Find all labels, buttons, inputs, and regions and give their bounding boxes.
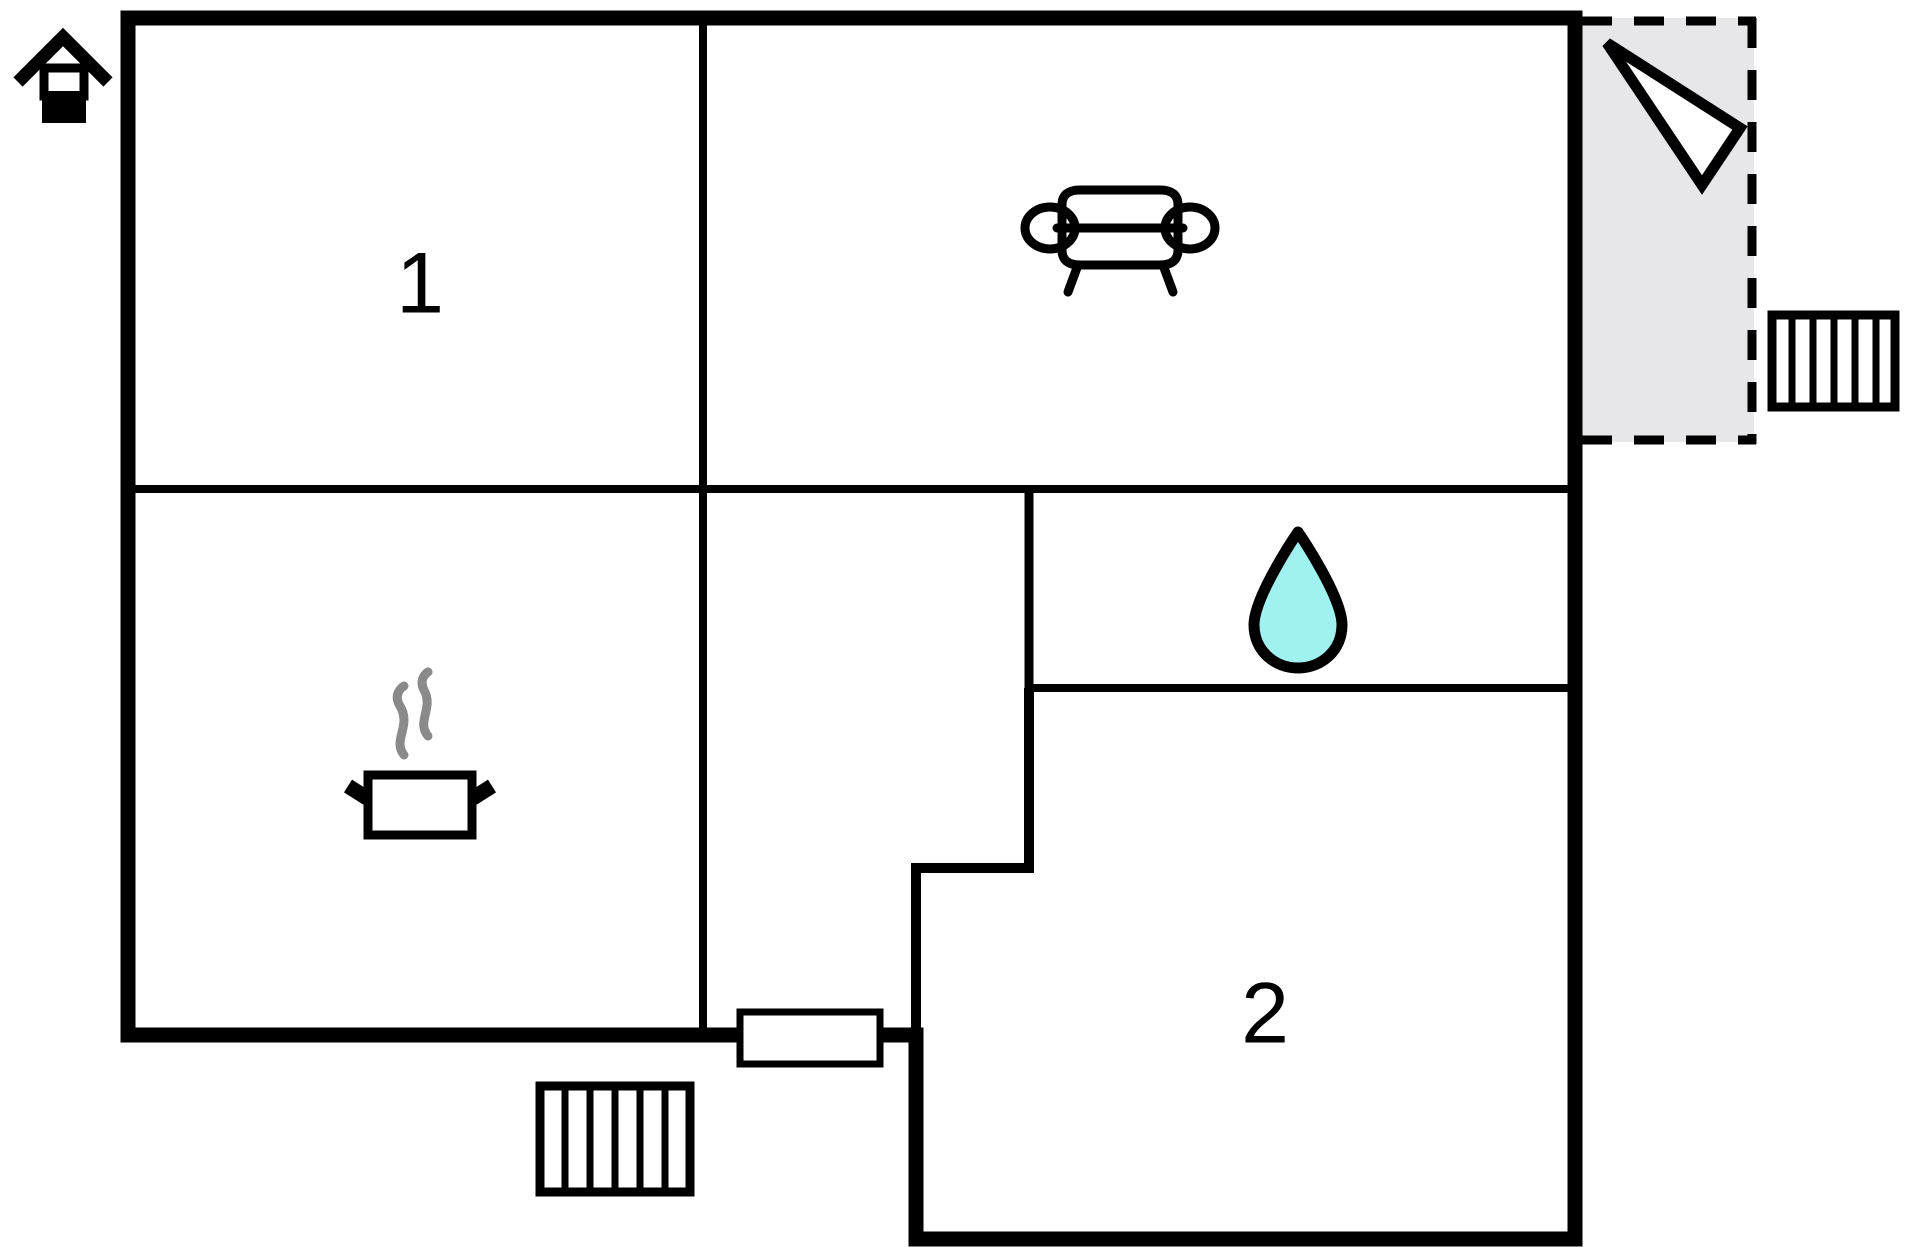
direction-arrow-icon bbox=[1602, 38, 1748, 195]
sofa-leg-right bbox=[1158, 260, 1178, 297]
sofa-leg-left bbox=[1063, 260, 1083, 297]
room-label-2: 2 bbox=[1241, 966, 1289, 1062]
house-door-shape bbox=[42, 91, 86, 123]
water-drop-shape bbox=[1248, 526, 1348, 674]
wall-room2-stepped bbox=[911, 688, 1034, 1035]
direction-arrow-shape bbox=[1602, 38, 1748, 195]
sofa-arm-left bbox=[1020, 202, 1080, 254]
pot-steam-left bbox=[392, 681, 409, 760]
house-entrance-icon[interactable] bbox=[13, 27, 113, 123]
stairs-icon-right[interactable] bbox=[1767, 310, 1900, 412]
pot-steam-right bbox=[417, 667, 433, 741]
interior-walls bbox=[124, 22, 1578, 1035]
cooking-pot-icon bbox=[343, 667, 497, 840]
outer-walls bbox=[120, 10, 1583, 1247]
sofa-arm-right bbox=[1160, 202, 1220, 254]
room-label-1: 1 bbox=[396, 236, 444, 332]
pot-body-shape bbox=[363, 770, 477, 840]
door-opening-icon[interactable] bbox=[736, 1008, 884, 1068]
house-roof-shape bbox=[13, 27, 113, 87]
stairs-icon-bottom[interactable] bbox=[535, 1081, 695, 1197]
sofa-backrest bbox=[1057, 185, 1183, 230]
outer-wall-path bbox=[120, 10, 1583, 1247]
sofa-icon bbox=[1020, 185, 1220, 297]
door-opening-rect bbox=[736, 1008, 884, 1068]
water-drop-icon bbox=[1248, 526, 1348, 674]
sofa-base bbox=[1057, 223, 1183, 270]
